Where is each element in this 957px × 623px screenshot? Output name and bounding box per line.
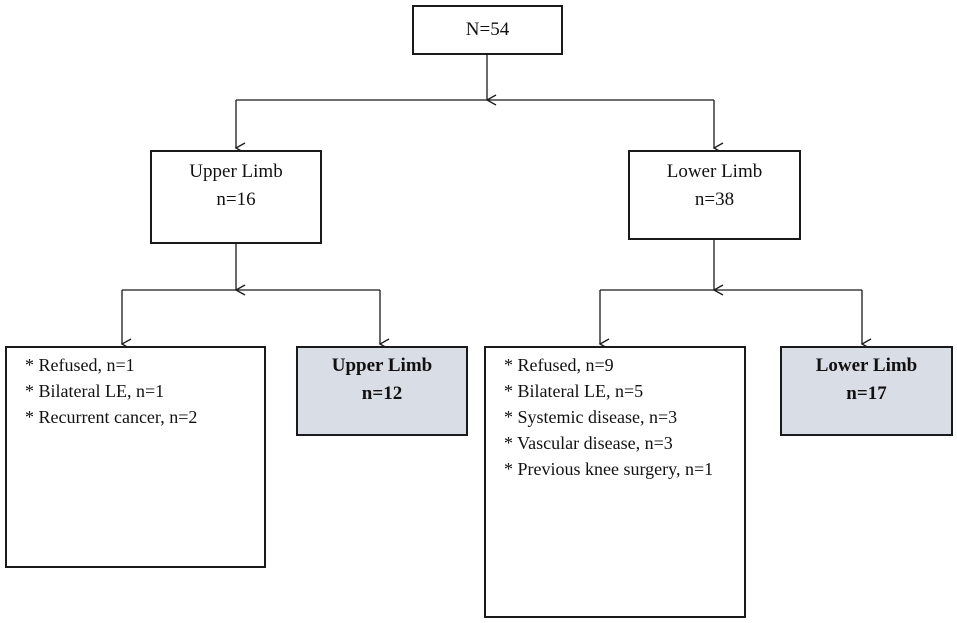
lower-limb-box: Lower Limb n=38: [628, 150, 801, 240]
lower-excluded-item: * Refused, n=9: [504, 355, 614, 375]
upper-final-count: n=12: [361, 383, 403, 404]
lower-excluded-box: * Refused, n=9 * Bilateral LE, n=5 * Sys…: [484, 346, 746, 618]
lower-excluded-item: * Systemic disease, n=3: [504, 407, 678, 427]
lower-excluded-item: * Previous knee surgery, n=1: [504, 459, 714, 479]
upper-excluded-box: * Refused, n=1 * Bilateral LE, n=1 * Rec…: [5, 346, 266, 568]
upper-limb-box: Upper Limb n=16: [150, 150, 322, 244]
upper-final-title: Upper Limb: [331, 355, 433, 376]
upper-excluded-item: * Bilateral LE, n=1: [25, 381, 165, 401]
lower-final-title: Lower Limb: [815, 355, 918, 376]
upper-limb-title: Upper Limb: [189, 161, 283, 182]
root-label: N=54: [465, 19, 510, 40]
lower-final-count: n=17: [846, 383, 887, 404]
upper-excluded-item: * Recurrent cancer, n=2: [25, 407, 198, 427]
lower-excluded-item: * Vascular disease, n=3: [504, 433, 673, 453]
upper-limb-count: n=16: [216, 189, 256, 210]
lower-excluded-item: * Bilateral LE, n=5: [504, 381, 644, 401]
lower-limb-title: Lower Limb: [666, 161, 763, 182]
lower-final-box: Lower Limb n=17: [780, 346, 953, 436]
upper-excluded-item: * Refused, n=1: [25, 355, 135, 375]
upper-final-box: Upper Limb n=12: [296, 346, 468, 436]
root-box: N=54: [412, 5, 563, 55]
lower-limb-count: n=38: [694, 189, 735, 210]
